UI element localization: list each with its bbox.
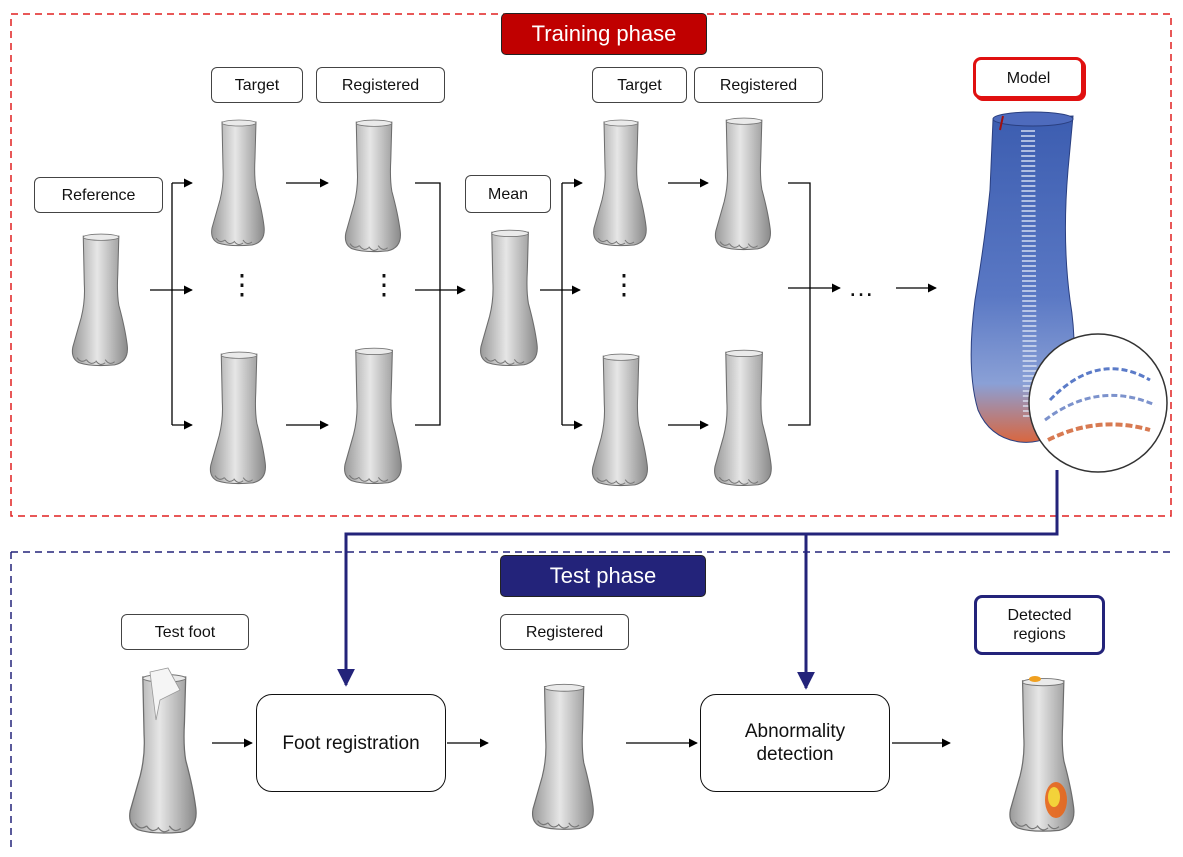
test-foot-label: Test foot xyxy=(121,614,249,650)
target-foot-2-icon xyxy=(594,120,647,246)
test-foot-icon xyxy=(130,668,196,833)
training-phase-title: Training phase xyxy=(501,13,707,55)
registered-test-foot-icon xyxy=(533,684,594,829)
registered-label-1: Registered xyxy=(316,67,445,103)
target-foot-1-icon xyxy=(212,120,265,246)
registered-foot-n-icon xyxy=(345,348,402,483)
foot-registration-box: Foot registration xyxy=(256,694,446,792)
registered-foot-2n-icon xyxy=(715,350,772,485)
detected-regions-label: Detected regions xyxy=(974,595,1105,655)
registered-label-2: Registered xyxy=(694,67,823,103)
registered-foot-2-icon xyxy=(715,118,770,249)
mean-foot-icon xyxy=(481,230,538,365)
mean-label: Mean xyxy=(465,175,551,213)
test-phase-title: Test phase xyxy=(500,555,706,597)
target-label-1: Target xyxy=(211,67,303,103)
ellipsis-target-2: ⋮ xyxy=(610,280,624,289)
reference-label: Reference xyxy=(34,177,163,213)
target-foot-2n-icon xyxy=(592,354,647,485)
registered-foot-1-icon xyxy=(345,120,400,251)
zoom-inset-icon xyxy=(1029,334,1167,472)
reference-foot-icon xyxy=(72,234,127,365)
ellipsis-target-1: ⋮ xyxy=(228,280,242,289)
model-label: Model xyxy=(973,57,1084,99)
registered-test-label: Registered xyxy=(500,614,629,650)
abnormality-detection-box: Abnormality detection xyxy=(700,694,890,792)
target-label-2: Target xyxy=(592,67,687,103)
detected-foot-icon xyxy=(1010,676,1074,831)
ellipsis-registered-1: ⋮ xyxy=(370,280,384,289)
target-foot-n-icon xyxy=(210,352,265,483)
ellipsis-iterations: … xyxy=(848,272,876,303)
